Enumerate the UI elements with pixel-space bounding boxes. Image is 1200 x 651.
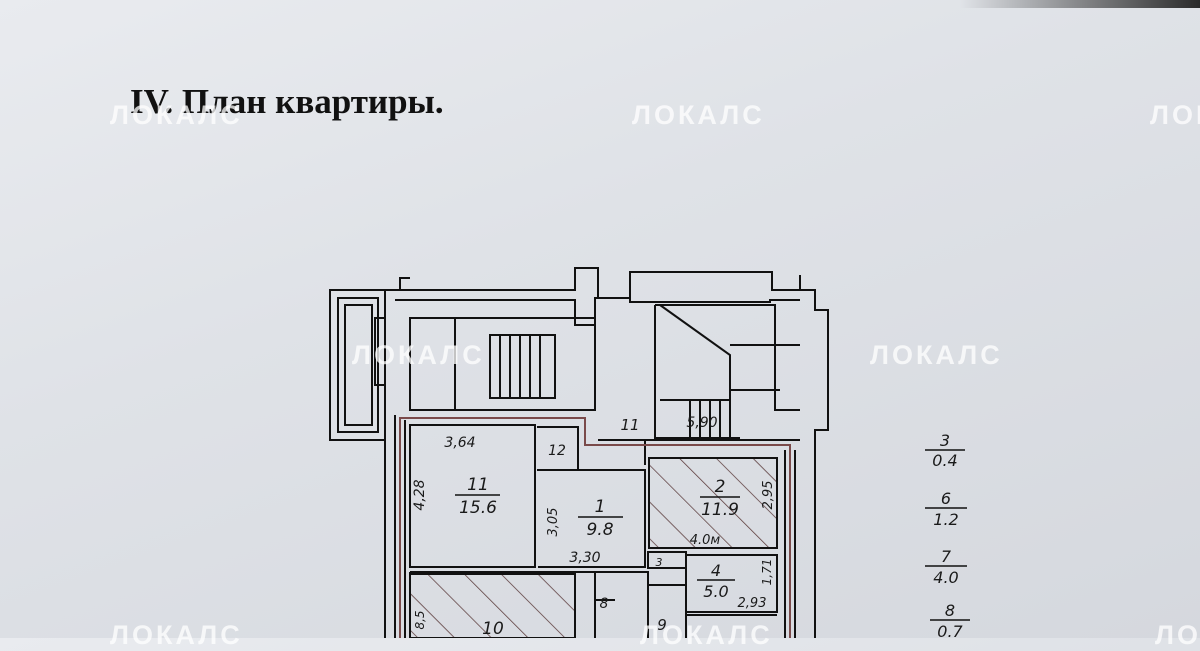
apartment-boundary: [399, 417, 791, 638]
page-title: IV. План квартиры.: [130, 82, 444, 121]
legend-area: 4.0: [933, 568, 958, 587]
room-2-hatched: [648, 457, 778, 549]
room-fraction-lines: [455, 449, 970, 621]
room-area: 15.6: [459, 498, 497, 518]
dimension: 2,95: [761, 481, 776, 510]
legend-number: 8: [945, 601, 955, 620]
building-walls: [329, 267, 829, 638]
watermark: ЛОКАЛС: [110, 620, 243, 650]
room-label: 8: [600, 596, 609, 612]
room-label: 9: [657, 616, 667, 634]
legend-area: 0.4: [932, 451, 957, 470]
photo-edge-shadow: [960, 0, 1200, 8]
dimension: 3,05: [546, 508, 561, 537]
room-label: 3: [656, 556, 663, 569]
dimension: 8,5: [413, 610, 427, 629]
dimension: 3,30: [569, 550, 600, 566]
dimension: 2,93: [738, 596, 767, 611]
dimension: 5,90: [686, 415, 717, 431]
room-area: 5.0: [703, 582, 728, 601]
room-10-hatched: [409, 573, 576, 638]
room-number: 1: [595, 497, 606, 517]
legend-number: 6: [941, 489, 951, 508]
room-number: 2: [715, 477, 726, 497]
legend-number: 7: [941, 547, 952, 566]
dimension: 4,28: [412, 479, 428, 510]
legend-number: 3: [940, 431, 950, 450]
room-area: 11.9: [701, 500, 739, 520]
watermark: ЛОКАЛС: [632, 100, 765, 130]
legend-area: 1.2: [933, 510, 958, 529]
room-label: 12: [548, 443, 566, 459]
legend-area: 0.7: [937, 622, 963, 638]
watermark: ЛОКАЛС: [1155, 620, 1200, 650]
room-number: 10: [482, 619, 504, 638]
room-number: 4: [711, 561, 721, 580]
dimension: 1,71: [760, 559, 774, 586]
watermark: ЛОКАЛС: [640, 620, 773, 650]
watermark: ЛОКАЛС: [870, 340, 1003, 370]
watermark: ЛОКАЛС: [1150, 100, 1200, 130]
watermark: ЛОКАЛС: [110, 100, 243, 130]
watermark: ЛОКАЛС: [352, 340, 485, 370]
dimension: 4.0м: [690, 533, 721, 548]
room-number: 11: [467, 475, 489, 495]
room-area: 9.8: [586, 520, 613, 540]
dimension: 3,64: [444, 435, 475, 451]
room-label: 11: [620, 416, 639, 434]
